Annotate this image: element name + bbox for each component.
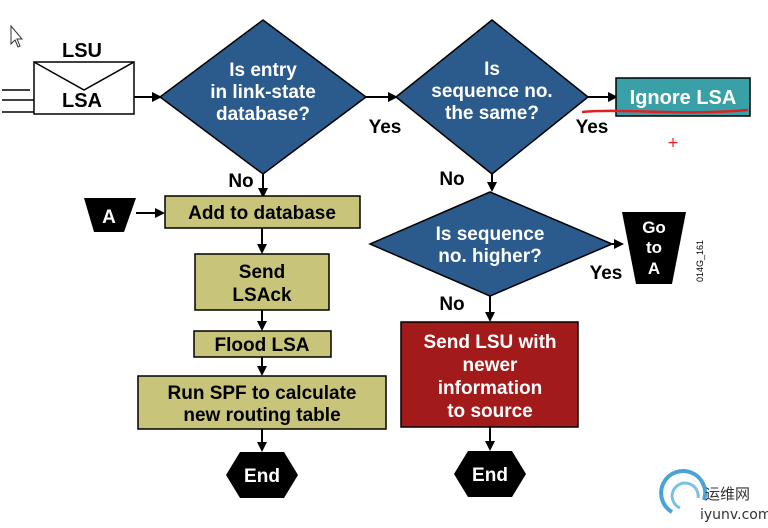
decision2-line3: the same?: [445, 103, 539, 124]
mouse-cursor-icon: [10, 24, 24, 48]
goto-a-connector: Go to A: [622, 212, 686, 284]
send-lsu-line2: newer: [463, 355, 519, 376]
decision2-line2: sequence no.: [431, 81, 552, 102]
yes-label-2: Yes: [576, 117, 609, 138]
send-lsu-line1: Send LSU with: [424, 332, 557, 353]
run-spf-line1: Run SPF to calculate: [168, 383, 357, 404]
ignore-lsa-label: Ignore LSA: [630, 87, 737, 109]
decision1-line2: in link-state: [210, 82, 316, 103]
lsu-envelope: LSU LSA: [2, 37, 135, 115]
send-lsu-line3: information: [438, 378, 543, 399]
envelope-bottom-label: LSA: [62, 90, 102, 112]
run-spf-line2: new routing table: [183, 405, 340, 426]
ignore-lsa-box: Ignore LSA: [615, 77, 751, 117]
flood-lsa-label: Flood LSA: [215, 335, 310, 356]
flood-lsa-box: Flood LSA: [193, 330, 332, 358]
send-lsack-box: Send LSAck: [194, 253, 330, 311]
decision-entry-in-database: Is entry in link-state database?: [158, 19, 368, 175]
send-lsu-box: Send LSU with newer information to sourc…: [400, 321, 579, 428]
no-label-1: No: [228, 171, 253, 192]
goto-a-line1: Go: [642, 218, 666, 237]
red-plus-mark: +: [667, 135, 679, 151]
decision1-line1: Is entry: [229, 60, 297, 81]
send-lsack-line2: LSAck: [232, 285, 292, 306]
end-label-left: End: [244, 466, 280, 487]
goto-a-line2: to: [646, 238, 662, 257]
send-lsack-line1: Send: [239, 262, 285, 283]
yes-label-3: Yes: [590, 263, 623, 284]
no-label-2: No: [439, 169, 464, 190]
envelope-top-label: LSU: [62, 40, 102, 62]
end-label-right: End: [472, 465, 508, 486]
watermark-logo-icon: [659, 469, 708, 514]
decision1-line3: database?: [216, 104, 310, 125]
add-to-database-label: Add to database: [188, 203, 336, 224]
run-spf-box: Run SPF to calculate new routing table: [137, 375, 387, 430]
connector-a-in: A: [84, 198, 136, 232]
end-terminal-left: End: [226, 452, 298, 498]
decision2-line1: Is: [484, 59, 500, 80]
red-annotation-stroke: [581, 108, 749, 114]
goto-a-line3: A: [648, 259, 660, 278]
decision-sequence-same: Is sequence no. the same?: [394, 19, 590, 175]
decision-sequence-higher: Is sequence no. higher?: [368, 191, 614, 297]
add-to-database-box: Add to database: [164, 195, 361, 229]
decision3-line1: Is sequence: [436, 224, 545, 245]
watermark-cn: 运维网: [705, 485, 750, 503]
decision3-line2: no. higher?: [438, 246, 541, 267]
connector-a-label: A: [102, 207, 116, 228]
send-lsu-line4: to source: [447, 401, 533, 422]
no-label-3: No: [439, 294, 464, 315]
watermark-url: iyunv.com: [700, 507, 768, 523]
end-terminal-right: End: [454, 451, 526, 497]
yes-label-1: Yes: [369, 117, 402, 138]
site-watermark: 运维网 iyunv.com: [659, 469, 768, 523]
figure-id: 014G_161: [695, 240, 705, 282]
